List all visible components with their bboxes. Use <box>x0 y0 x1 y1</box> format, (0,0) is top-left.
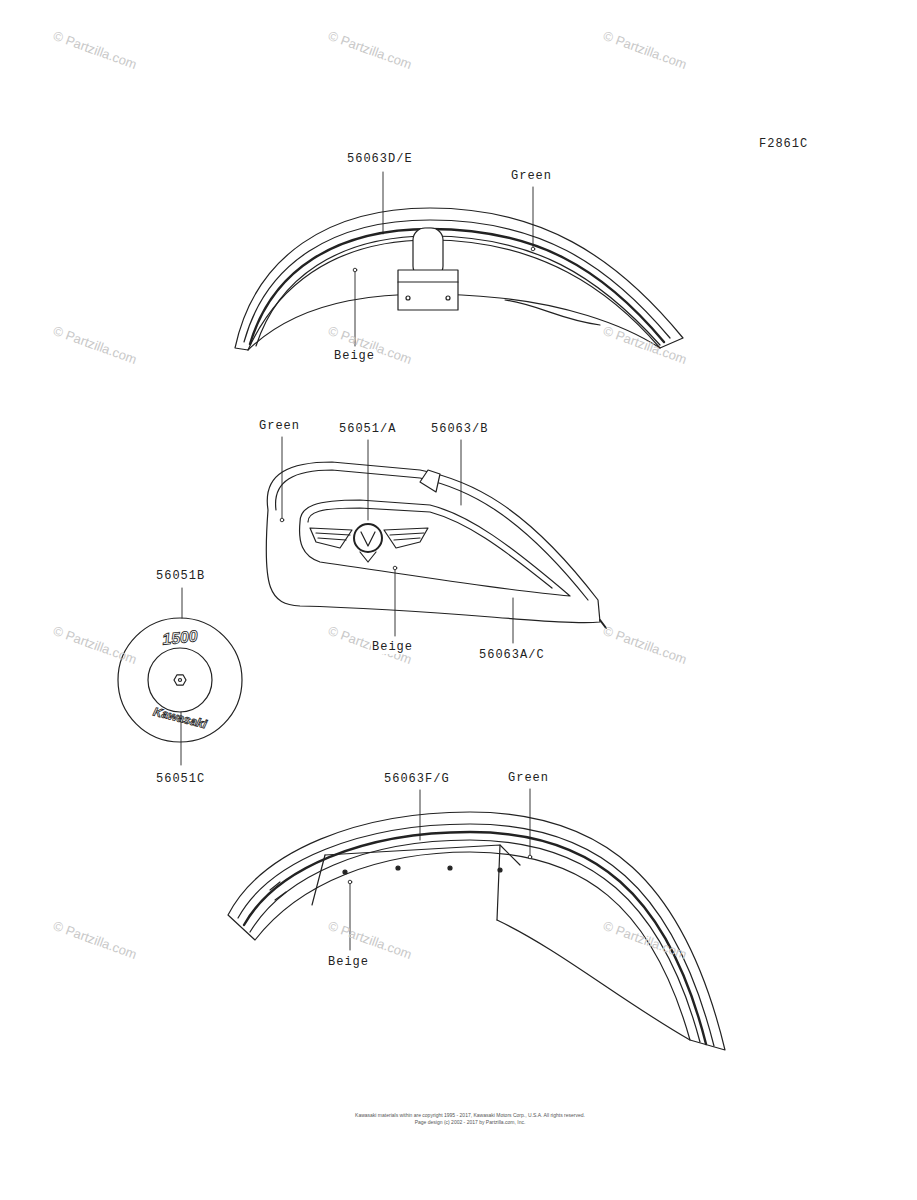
copyright-note: Page design (c) 2002 - 2017 by Partzilla… <box>415 1119 526 1125</box>
part-number: 56051B <box>155 569 206 583</box>
front-fender <box>446 296 450 300</box>
front-fender <box>505 300 600 325</box>
part-number: 56063F/G <box>383 772 451 786</box>
watermark: © Partzilla.com <box>601 28 688 72</box>
rear-fender <box>238 824 714 1046</box>
figure-code: F2861C <box>758 137 809 151</box>
rear-fender <box>396 866 400 870</box>
rear-fender <box>228 812 725 1050</box>
leader-lines <box>461 440 462 505</box>
watermark: © Partzilla.com <box>601 623 688 667</box>
rear-fender <box>498 868 502 872</box>
emblem-badge <box>118 618 242 742</box>
color-name: Beige <box>371 640 414 654</box>
fuel-tank <box>266 462 606 628</box>
leader-lines <box>393 566 397 570</box>
part-number: 56063/B <box>430 422 489 436</box>
part-number: 56051C <box>155 772 206 786</box>
color-name: Green <box>258 419 301 433</box>
leader-lines <box>383 172 384 234</box>
color-name: Green <box>507 771 550 785</box>
emblem-badge <box>179 679 182 682</box>
rear-fender <box>270 882 286 900</box>
leader-lines <box>280 518 284 522</box>
rear-fender <box>448 866 452 870</box>
watermark: © Partzilla.com <box>326 28 413 72</box>
watermark: © Partzilla.com <box>51 323 138 367</box>
fuel-tank <box>420 470 440 492</box>
leader-lines <box>182 588 183 618</box>
emblem-badge <box>148 648 212 712</box>
leader-lines <box>181 172 535 950</box>
color-name: Beige <box>327 955 370 969</box>
watermark: © Partzilla.com <box>51 623 138 667</box>
fuel-tank <box>354 524 382 552</box>
leader-lines <box>420 790 421 840</box>
part-number: 56051/A <box>338 422 397 436</box>
watermark: © Partzilla.com <box>51 28 138 72</box>
emblem-badge <box>174 675 186 685</box>
front-fender <box>406 296 410 300</box>
rear-fender <box>325 845 520 865</box>
emblem-badge <box>118 618 242 742</box>
fuel-tank <box>300 500 570 596</box>
front-fender <box>398 281 458 282</box>
color-name: Green <box>510 169 553 183</box>
leader-lines <box>530 789 531 855</box>
watermark: © Partzilla.com <box>51 918 138 962</box>
leader-lines <box>513 598 514 643</box>
leader-lines <box>531 247 535 251</box>
fuel-tank <box>276 470 588 600</box>
rear-fender <box>312 845 500 920</box>
leader-lines <box>353 268 357 272</box>
leader-lines <box>348 880 352 884</box>
fuel-tank <box>308 508 552 588</box>
leader-lines <box>395 570 396 636</box>
part-number: 56063A/C <box>478 648 546 662</box>
copyright-note: Kawasaki materials within are copyright … <box>355 1112 585 1118</box>
part-number: 56063D/E <box>346 152 414 166</box>
color-name: Beige <box>333 349 376 363</box>
fuel-tank <box>361 532 375 546</box>
fuel-tank <box>360 552 376 562</box>
front-fender <box>250 229 664 344</box>
leader-lines <box>533 187 534 247</box>
rear-fender <box>228 812 725 1050</box>
rear-fender <box>343 870 347 874</box>
leader-lines <box>282 437 283 518</box>
leader-lines <box>528 855 532 859</box>
rear-fender <box>244 832 706 1044</box>
fuel-tank <box>266 462 600 623</box>
front-fender <box>398 270 458 310</box>
leader-lines <box>368 440 369 520</box>
rear-fender <box>250 840 700 1042</box>
decal-text: 1500 <box>161 627 198 649</box>
front-fender <box>256 236 660 346</box>
